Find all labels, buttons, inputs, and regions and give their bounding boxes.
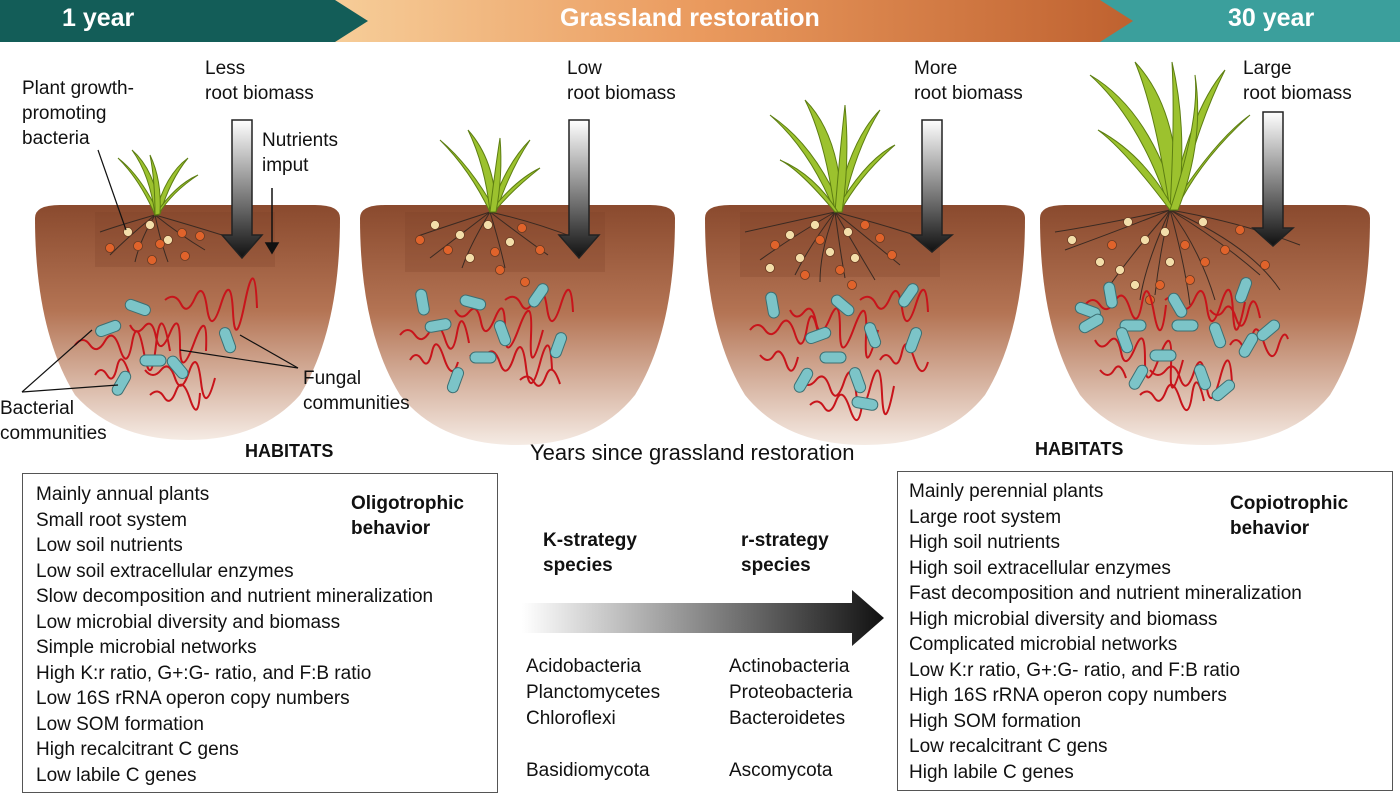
strategy-gradient-arrow [522, 590, 884, 646]
list-item: Small root system [36, 509, 187, 531]
stage-3-biomass-label: More root biomass [914, 58, 1023, 104]
pgpb-dots [105, 217, 1270, 305]
root-biomass-arrows [220, 111, 1295, 260]
list-item: Mainly annual plants [36, 484, 210, 505]
right-habitat-box: Mainly perennial plants Large root syste… [897, 471, 1393, 791]
soil-profile-2 [360, 129, 675, 445]
r-strategy-taxa: Actinobacteria Proteobacteria Bacteroide… [729, 654, 853, 784]
left-habitats-heading: HABITATS [245, 441, 334, 461]
banner-start-label: 1 year [62, 4, 135, 32]
list-item: Low labile C genes [36, 764, 197, 786]
list-item: High microbial diversity and biomass [909, 608, 1218, 630]
roots [1054, 209, 1301, 306]
nutrients-arrow [264, 188, 280, 255]
list-item: Slow decomposition and nutrient minerali… [36, 586, 434, 607]
copiotrophic-behavior-label: Copiotrophic behavior [1230, 493, 1349, 539]
taxon-item: Bacteroidetes [729, 708, 846, 729]
k-strategy-taxa: Acidobacteria Planctomycetes Chloroflexi… [526, 654, 660, 784]
nutrients-input-label: Nutrients imput [262, 130, 339, 176]
list-item: High soil nutrients [909, 532, 1061, 553]
banner-right-arrow [1100, 0, 1400, 42]
banner-end-label: 30 year [1228, 4, 1315, 32]
pgpb-label: Plant growth- promoting bacteria [22, 78, 134, 149]
soil-profile-4 [1040, 61, 1370, 445]
stage-1-biomass-label: Less root biomass [205, 58, 314, 104]
grass-plant [769, 99, 896, 213]
list-item: Low soil nutrients [36, 535, 183, 556]
soil-body [1040, 205, 1370, 445]
right-habitats-heading: HABITATS [1035, 439, 1124, 459]
list-item: Low SOM formation [36, 713, 204, 735]
grass-plant [439, 129, 541, 213]
list-item: Fast decomposition and nutrient minerali… [909, 583, 1302, 604]
list-item: Low K:r ratio, G+:G- ratio, and F:B rati… [909, 659, 1241, 681]
list-item: Low microbial diversity and biomass [36, 611, 341, 633]
banner-gradient-band [250, 0, 1250, 42]
callout-lines [21, 149, 299, 393]
soil-profile-1 [35, 149, 340, 440]
list-item: High recalcitrant C gens [36, 739, 239, 760]
down-arrow-2 [557, 119, 601, 260]
banner-left-arrow [0, 0, 368, 42]
oligotrophic-behavior-label: Oligotrophic behavior [351, 493, 464, 539]
k-strategy-label: K-strategy species [543, 530, 637, 576]
taxon-item [729, 732, 853, 758]
fungal-communities-label: Fungal communities [303, 368, 410, 414]
stage-4-biomass-label: Large root biomass [1243, 58, 1352, 104]
taxon-item [526, 732, 660, 758]
down-arrow-4 [1251, 111, 1295, 248]
list-item: High K:r ratio, G+:G- ratio, and F:B rat… [36, 662, 372, 684]
left-habitat-box: Mainly annual plants Small root system L… [22, 473, 498, 793]
list-item: High labile C genes [909, 761, 1074, 783]
list-item: Simple microbial networks [36, 637, 257, 658]
down-arrow-3 [909, 119, 955, 253]
bacterial-communities-label: Bacterial communities [0, 398, 107, 444]
timeline-banner [0, 0, 1400, 42]
list-item: High 16S rRNA operon copy numbers [909, 685, 1227, 706]
soil-body [360, 205, 675, 445]
center-title: Years since grassland restoration [530, 440, 855, 465]
taxon-item: Basidiomycota [526, 760, 650, 781]
list-item: High soil extracellular enzymes [909, 557, 1171, 579]
banner-title: Grassland restoration [560, 4, 820, 32]
list-item: High SOM formation [909, 710, 1082, 732]
bacteria-rods [95, 277, 1281, 411]
soil-body [35, 205, 340, 440]
taxon-item: Actinobacteria [729, 656, 850, 677]
left-habitat-list: Mainly annual plants Small root system L… [36, 482, 433, 788]
list-item: Large root system [909, 506, 1062, 528]
grass-plant [117, 149, 199, 216]
list-item: Complicated microbial networks [909, 634, 1178, 655]
taxon-item: Ascomycota [729, 760, 833, 781]
list-item: Low 16S rRNA operon copy numbers [36, 688, 350, 709]
grass-plant [1089, 61, 1251, 211]
list-item: Low recalcitrant C gens [909, 736, 1108, 757]
list-item: Low soil extracellular enzymes [36, 560, 294, 582]
stage-2-biomass-label: Low root biomass [567, 58, 676, 104]
soil-profile-3 [705, 99, 1025, 445]
taxon-item: Proteobacteria [729, 682, 853, 703]
right-habitat-list: Mainly perennial plants Large root syste… [909, 479, 1302, 785]
list-item: Mainly perennial plants [909, 481, 1104, 502]
r-strategy-label: r-strategy species [741, 530, 829, 576]
taxon-item: Acidobacteria [526, 656, 642, 677]
taxon-item: Planctomycetes [526, 682, 661, 703]
taxon-item: Chloroflexi [526, 708, 616, 729]
down-arrow-1 [220, 119, 264, 260]
roots [99, 214, 223, 263]
